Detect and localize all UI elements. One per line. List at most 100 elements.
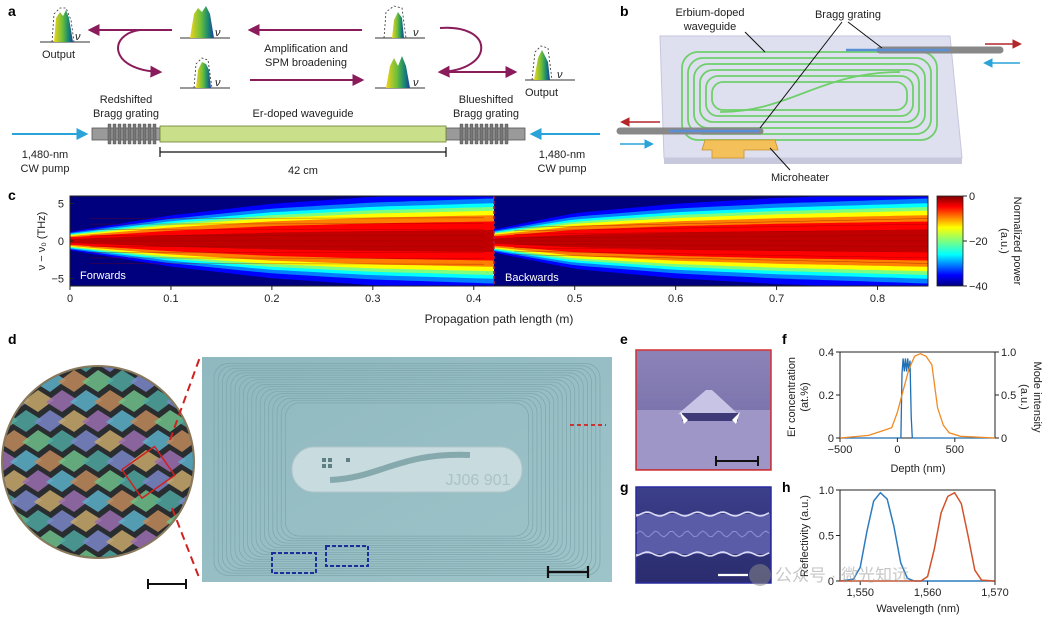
chip-loop [280, 400, 534, 539]
grating-tooth [494, 123, 499, 145]
nu-label: ν [215, 77, 221, 89]
wafer-chip [34, 570, 66, 592]
chip-scale-bar [546, 566, 590, 578]
chip-loop [243, 379, 571, 560]
chip-loop [268, 393, 546, 546]
nu-label: ν [215, 27, 221, 39]
wafer-chip [22, 367, 54, 372]
pump-left-2: CW pump [21, 163, 70, 175]
colorbar [936, 195, 964, 287]
wafer-chip [178, 410, 193, 432]
fringe-line [514, 254, 929, 264]
f-y-tick-label-right: 0 [1001, 433, 1007, 445]
spiral-loop [699, 69, 920, 123]
spectrum-top-mid-right: ν [375, 5, 425, 39]
wafer-chip [130, 450, 162, 472]
fringe-line [90, 223, 484, 225]
grating-region-box-1 [271, 552, 317, 574]
fringe-line [514, 229, 929, 235]
panel-label-f: f [782, 331, 787, 347]
pump-right-2: CW pump [538, 163, 587, 175]
chip-mark [322, 458, 350, 468]
zoom-line-top [169, 356, 201, 441]
wafer-chip [3, 370, 18, 392]
wafer-chip [3, 390, 6, 412]
h-ylabel: Reflectivity (a.u.) [799, 495, 811, 577]
chip-loop [272, 395, 542, 544]
chip-loop [226, 370, 588, 569]
x-tick-label: 0.2 [264, 293, 279, 305]
y-tick-label: 0 [58, 236, 64, 248]
wafer-chip [58, 330, 90, 352]
chip-loop [247, 381, 567, 558]
wafer-chip [46, 390, 78, 412]
wafer-chip [3, 530, 18, 552]
wafer-chip [46, 510, 78, 532]
wafer-chip [130, 530, 162, 552]
panel-label-h: h [782, 479, 791, 495]
wafer-chip [94, 430, 126, 452]
panel-e: e [620, 331, 772, 471]
sem-void-right [732, 412, 740, 424]
f-y-tick-label-right: 1.0 [1001, 347, 1016, 359]
panel-d: d JJ06 901 [1, 330, 612, 592]
colorbar-ticks: 0−20−40 [963, 191, 988, 293]
wafer-chip [166, 470, 193, 492]
watermark-text: 公众号 · 微光知远 [775, 566, 909, 585]
chip-s-bend [329, 451, 471, 483]
wafer-chip [22, 550, 54, 557]
x-tick-label: 0.6 [668, 293, 683, 305]
wafer-chip [82, 370, 114, 392]
panel-label-g: g [620, 479, 629, 495]
arrow-reflect-left [117, 29, 163, 78]
h-xlabel: Wavelength (nm) [876, 603, 959, 615]
wafer-chip [70, 510, 102, 532]
heatmap-y-ticks: 50−5 [51, 199, 74, 286]
wafer-chip [58, 410, 90, 432]
panel-a: a ν Output ν ν ν ν [8, 3, 600, 177]
wafer-chip [130, 410, 162, 432]
wafer-chip [70, 430, 102, 452]
nu-label: ν [557, 69, 563, 81]
bragg-label: Bragg grating [815, 9, 881, 21]
wafer-chip [70, 470, 102, 492]
chip-edge [664, 158, 962, 164]
wafer-chip [142, 367, 174, 372]
panel-label-c: c [8, 187, 16, 203]
h-y-tick-label: 1.0 [819, 485, 834, 497]
wafer-chip [82, 570, 114, 592]
x-tick-label: 0 [67, 293, 73, 305]
wafer-chip [3, 430, 30, 452]
wafer-chip [106, 530, 138, 552]
grating-tooth [132, 123, 137, 145]
wafer-chip [118, 430, 150, 452]
grating-edge-top [636, 511, 770, 517]
f-ylabel-left-1: Er concentration [786, 357, 798, 437]
wafer-chip [154, 410, 186, 432]
wafer-chip [106, 410, 138, 432]
wafer-chip [142, 510, 174, 532]
grating-tooth [479, 123, 484, 145]
spiral-loop [711, 81, 908, 111]
wafer-scale-bar [147, 579, 187, 589]
h-x-tick-label: 1,560 [914, 587, 942, 599]
wafer-chip [106, 570, 138, 592]
chip-loop [217, 365, 597, 574]
grating-tooth [474, 123, 479, 145]
heatmap-xlabel: Propagation path length (m) [425, 312, 574, 326]
h-x-tick-label: 1,570 [981, 587, 1009, 599]
pump-right-1: 1,480-nm [539, 149, 585, 161]
nu-label: ν [75, 31, 81, 43]
fringe-line [90, 257, 484, 259]
sem-ridge [678, 390, 738, 418]
wafer-chip [118, 470, 150, 492]
forwards-label: Forwards [80, 270, 126, 282]
wafer-chip [10, 570, 42, 592]
spectrum-bottom-mid-right: ν [375, 56, 425, 89]
red-grating-label-1: Redshifted [100, 94, 153, 106]
length-scale [159, 147, 447, 157]
